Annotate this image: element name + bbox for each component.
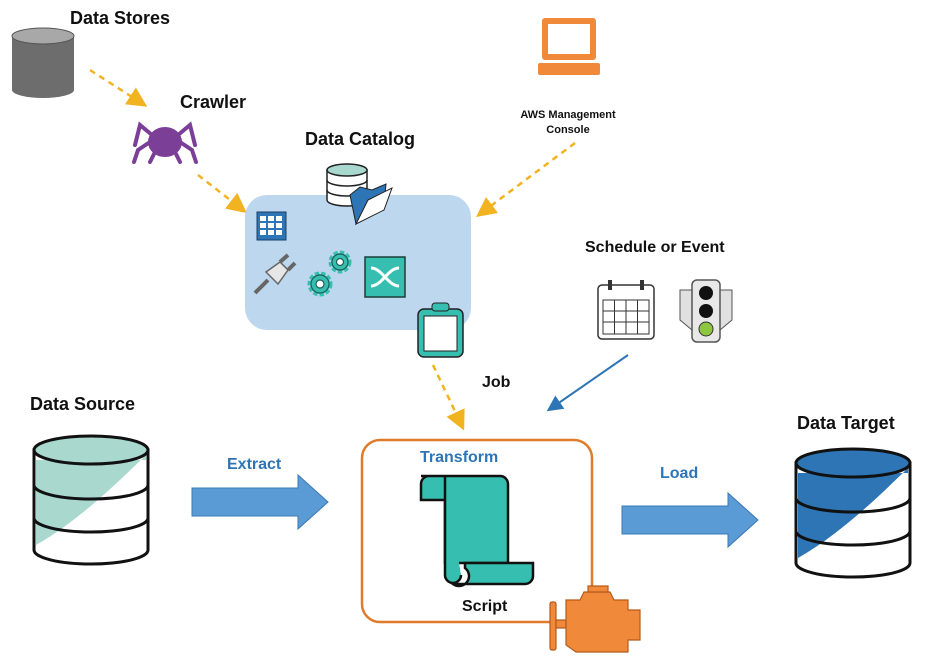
schedule-label: Schedule or Event: [585, 239, 725, 256]
dashed-arrows: [89, 68, 576, 431]
data-source-database-icon: [32, 434, 150, 566]
engine-icon: [549, 585, 641, 653]
data-catalog-label: Data Catalog: [305, 129, 415, 149]
spider-icon: [132, 121, 198, 164]
clipboard-icon: [417, 302, 464, 358]
gears-icon: [307, 250, 352, 297]
table-icon: [256, 211, 287, 241]
data-source-label: Data Source: [30, 394, 135, 414]
database-icon: [11, 27, 75, 98]
data-stores-label: Data Stores: [70, 8, 170, 28]
transform-label: Transform: [420, 449, 498, 466]
data-catalog-box: [245, 195, 471, 330]
plug-icon: [253, 253, 297, 295]
job-label: Job: [482, 374, 511, 391]
console-label-1: AWS Management: [520, 109, 616, 121]
folder-icon: [349, 183, 393, 226]
extract-label: Extract: [227, 456, 282, 473]
data-target-label: Data Target: [797, 413, 895, 433]
load-label: Load: [660, 465, 698, 482]
shuffle-icon: [364, 256, 406, 298]
script-icon: [419, 474, 535, 588]
load-arrow: [621, 491, 759, 549]
extract-arrow: [191, 473, 329, 531]
laptop-icon: [538, 18, 600, 75]
data-target-database-icon: [794, 447, 912, 579]
traffic-light-icon: [679, 279, 733, 343]
calendar-icon: [597, 280, 655, 340]
script-label: Script: [462, 598, 508, 615]
crawler-label: Crawler: [180, 92, 246, 112]
console-label-2: Console: [546, 124, 589, 136]
schedule-arrow: [546, 354, 629, 412]
